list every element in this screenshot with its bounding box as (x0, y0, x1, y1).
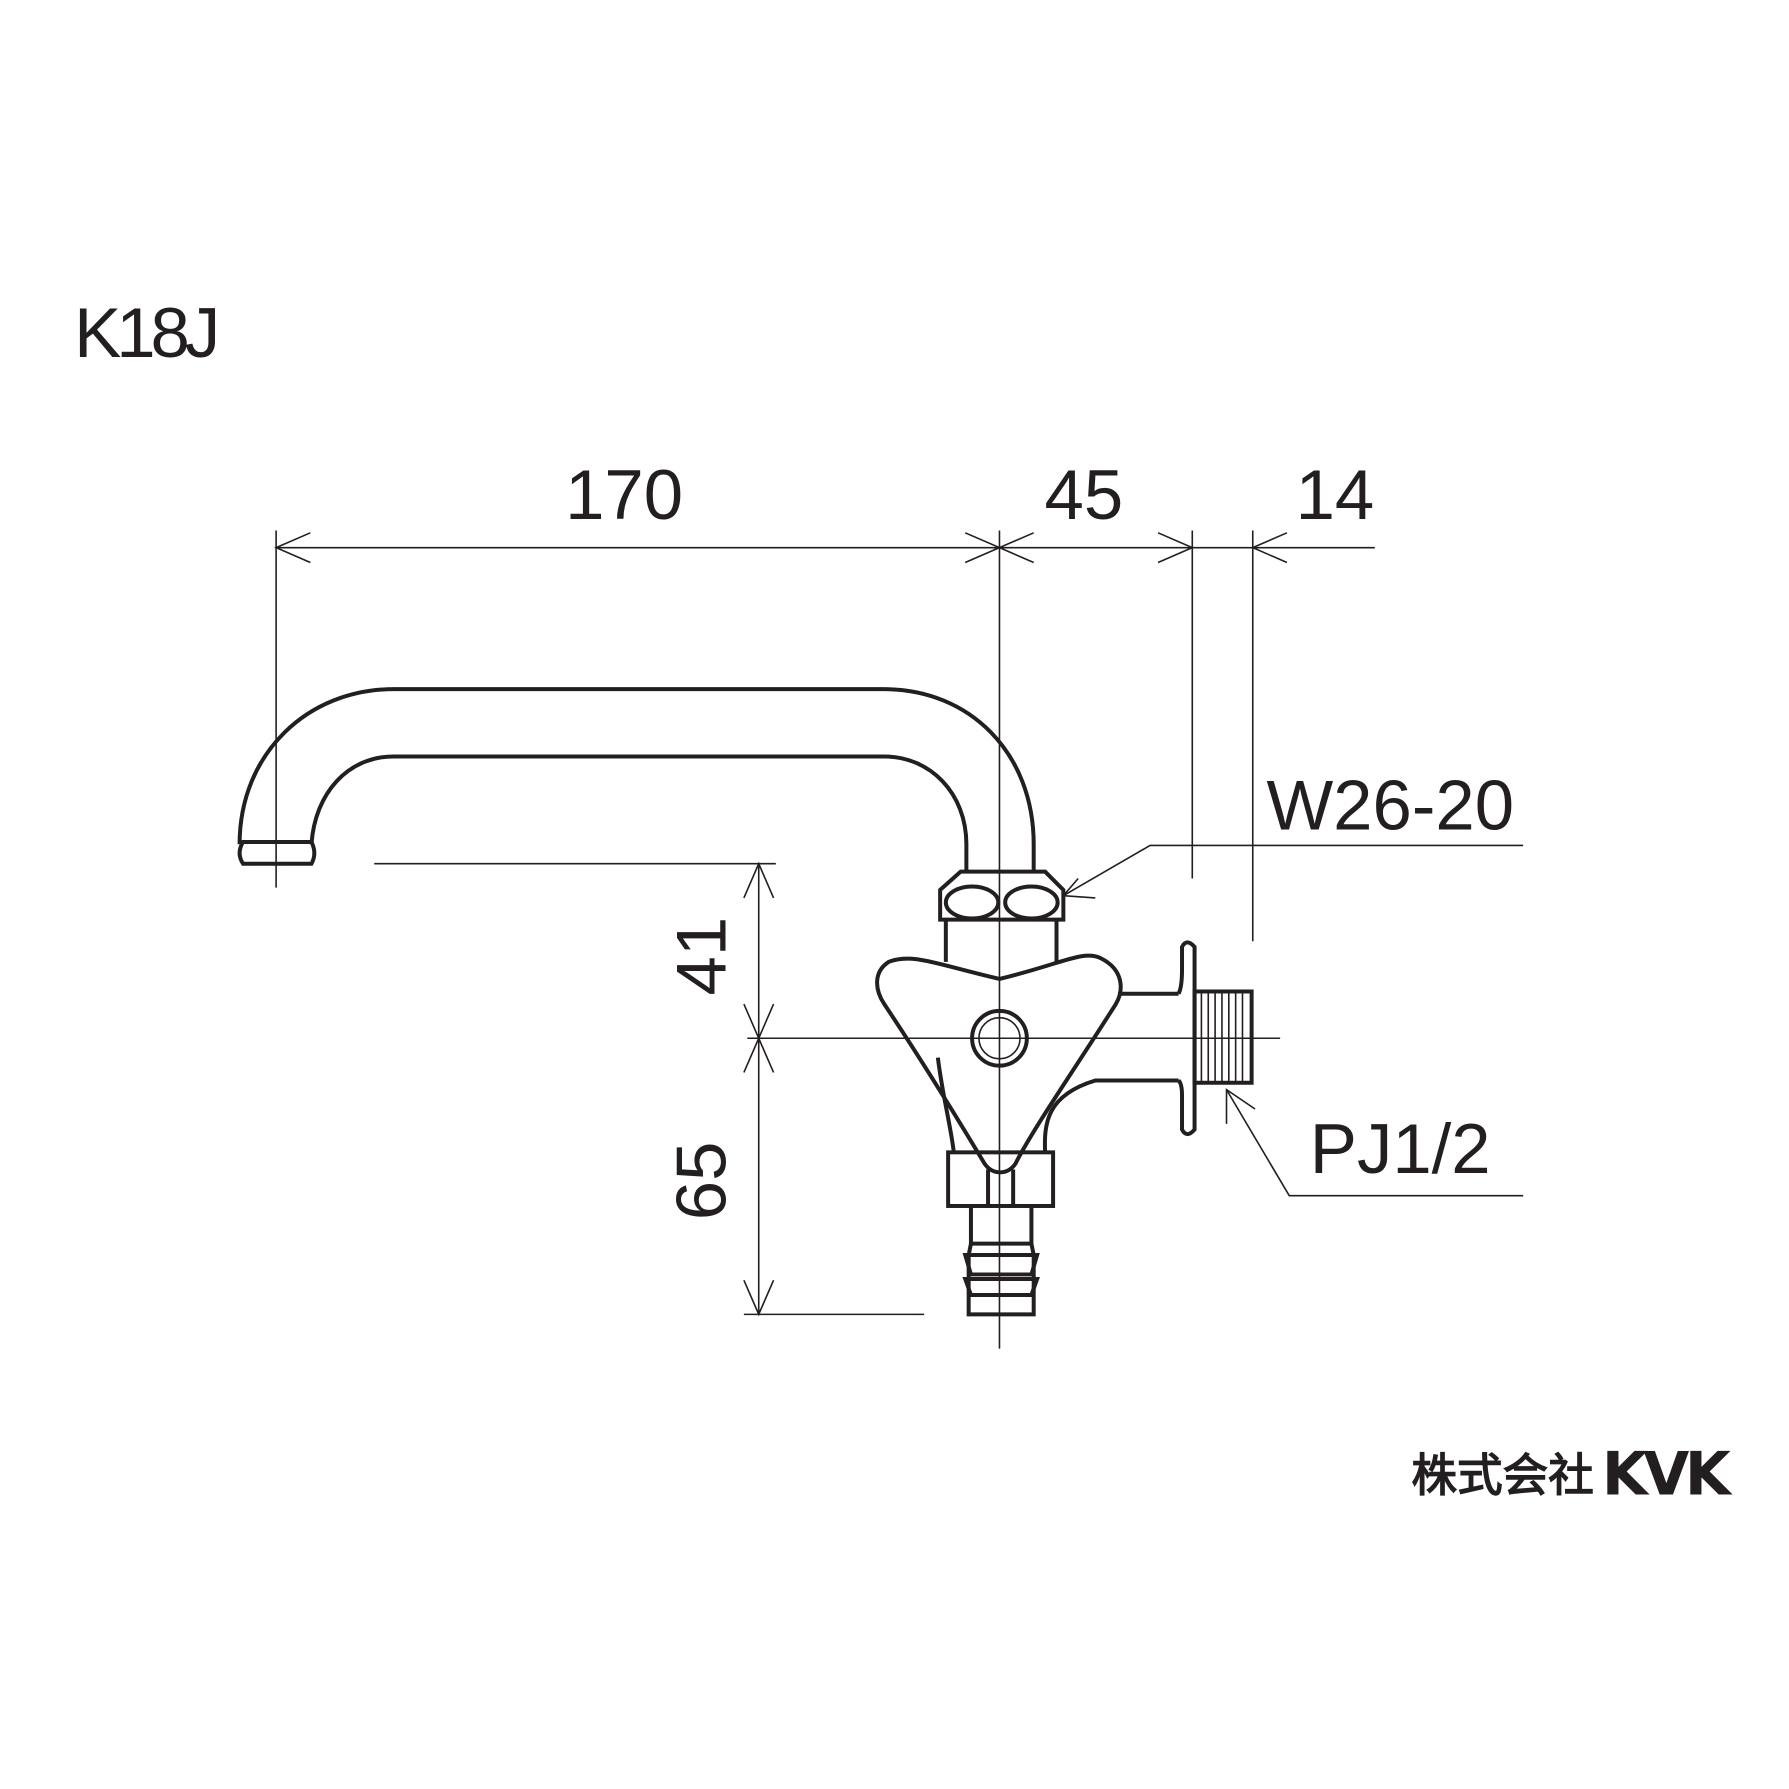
inlet-thread-label: PJ1/2 (1310, 1109, 1491, 1188)
arrow-icon (997, 532, 1035, 564)
dim-14: 14 (1296, 455, 1375, 534)
callout-inlet-thread: PJ1/2 (1225, 1088, 1524, 1197)
dim-45: 45 (1045, 455, 1124, 534)
valve-body (935, 991, 1179, 1153)
company-prefix: 株式会社 (1411, 1449, 1594, 1502)
arrow-icon (274, 532, 311, 564)
arrow-icon (1061, 878, 1096, 899)
arrow-icon (743, 1279, 775, 1317)
arrow-icon (743, 861, 775, 899)
spout (237, 687, 1036, 872)
brand-logo: 株式会社 KVK (1411, 1440, 1732, 1509)
handle[interactable] (875, 953, 1123, 1175)
vertical-dimensions: 41 65 (374, 861, 1281, 1317)
nut-thread-label: W26-20 (1266, 765, 1514, 844)
model-label: K18J (74, 293, 220, 372)
spout-tip (237, 840, 317, 866)
dim-41: 41 (662, 917, 741, 996)
arrow-icon (1225, 1088, 1256, 1124)
arrow-icon (1250, 532, 1288, 564)
callout-nut-thread: W26-20 (1061, 765, 1524, 899)
company-name: KVK (1602, 1440, 1733, 1509)
arrow-icon (743, 1036, 775, 1073)
dim-65: 65 (662, 1142, 741, 1221)
hose-outlet (946, 1150, 1056, 1317)
wall-inlet (1176, 940, 1254, 1137)
arrow-icon (1157, 532, 1195, 564)
union-nut (938, 869, 1066, 962)
horizontal-dimensions: 170 45 14 (274, 455, 1375, 1349)
dim-170: 170 (565, 455, 683, 534)
